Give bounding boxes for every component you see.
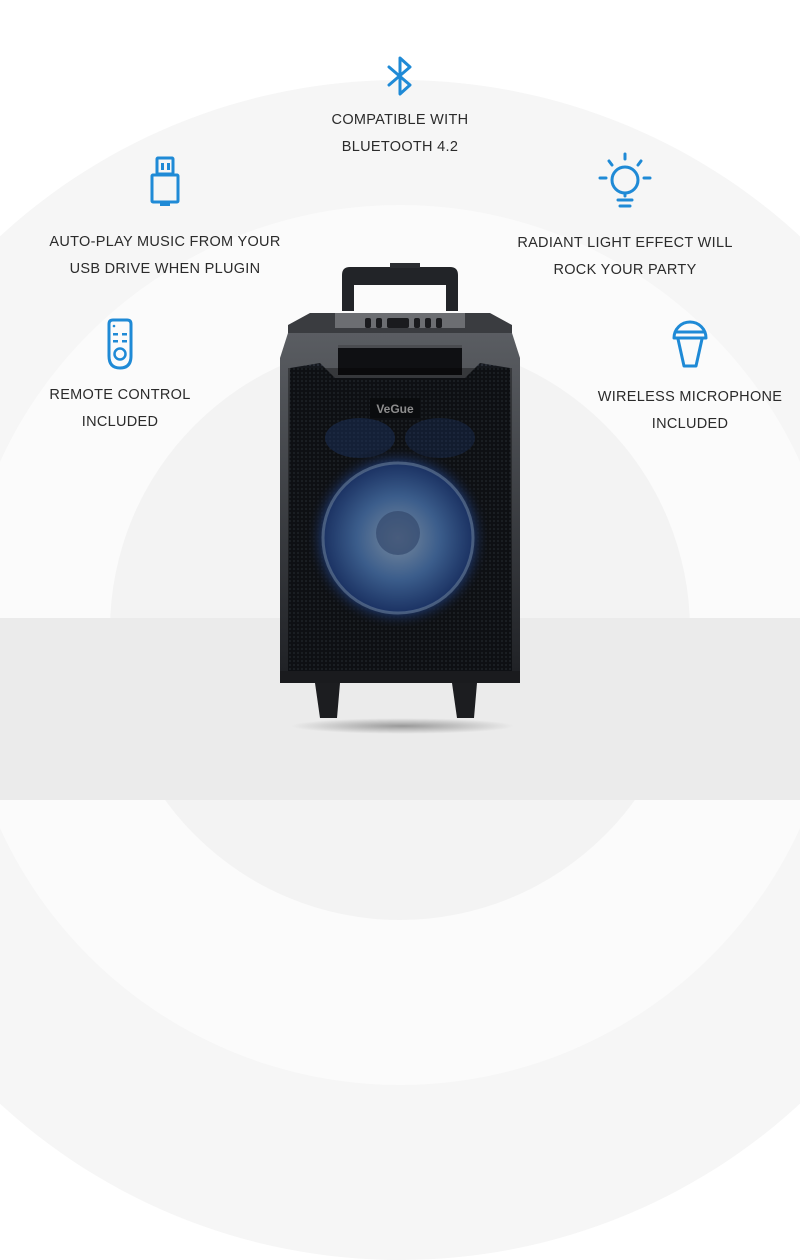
- speaker-shadow: [290, 718, 515, 734]
- speaker-product-image: VeGue: [280, 263, 520, 718]
- microphone-icon: [672, 320, 708, 368]
- feature-line: INCLUDED: [81, 414, 159, 430]
- light-bulb-icon: [598, 152, 652, 208]
- feature-remote: REMOTE CONTROL INCLUDED: [25, 318, 215, 436]
- usb-drive-icon: [150, 156, 180, 206]
- feature-line: WIRELESS MICROPHONE: [597, 389, 783, 405]
- feature-bluetooth: COMPATIBLE WITH BLUETOOTH 4.2: [300, 55, 500, 161]
- feature-microphone: WIRELESS MICROPHONE INCLUDED: [585, 318, 795, 438]
- feature-line: USB DRIVE WHEN PLUGIN: [69, 261, 261, 277]
- feature-usb: AUTO-PLAY MUSIC FROM YOUR USB DRIVE WHEN…: [20, 155, 310, 283]
- feature-line: RADIANT LIGHT EFFECT WILL: [517, 235, 733, 251]
- feature-line: AUTO-PLAY MUSIC FROM YOUR: [49, 234, 281, 250]
- feature-line: COMPATIBLE WITH: [331, 112, 469, 128]
- feature-line: ROCK YOUR PARTY: [553, 262, 697, 278]
- feature-line: REMOTE CONTROL: [49, 387, 191, 403]
- feature-line: BLUETOOTH 4.2: [341, 139, 459, 155]
- remote-control-icon: [107, 318, 133, 370]
- feature-line: INCLUDED: [651, 416, 729, 432]
- bluetooth-icon: [387, 56, 412, 96]
- feature-light: RADIANT LIGHT EFFECT WILL ROCK YOUR PART…: [490, 152, 760, 284]
